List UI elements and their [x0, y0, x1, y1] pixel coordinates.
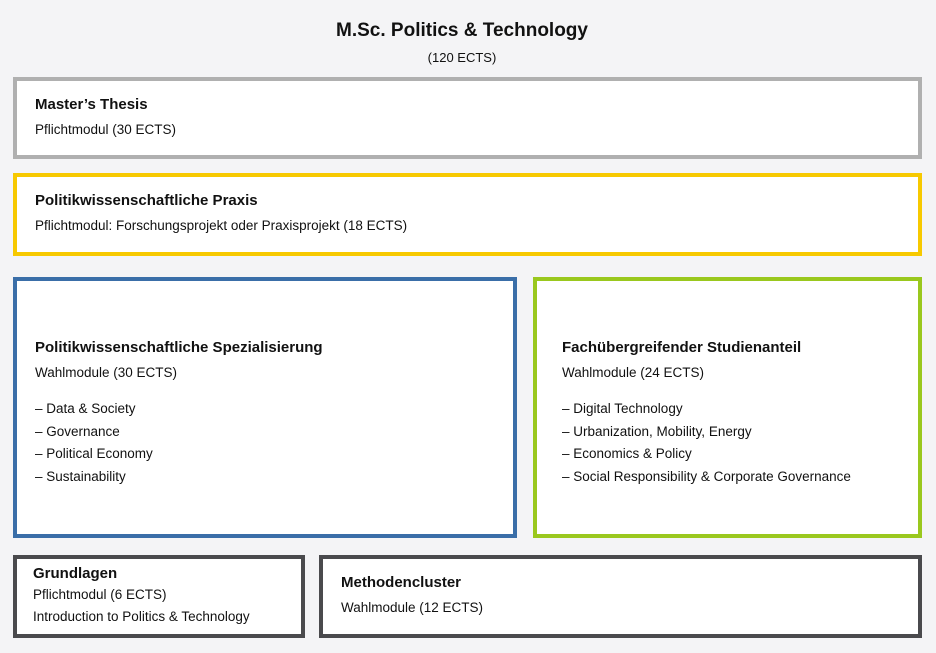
list-item: – Social Responsibility & Corporate Gove… — [562, 468, 851, 484]
module-list: – Data & Society – Governance – Politica… — [35, 398, 513, 488]
module-list: – Digital Technology – Urbanization, Mob… — [562, 398, 918, 488]
module-title: Master’s Thesis — [35, 95, 148, 113]
module-title: Methodencluster — [341, 574, 462, 591]
module-title: Politikwissenschaftliche Spezialisierung — [35, 339, 323, 356]
list-item: – Political Economy — [35, 446, 153, 461]
module-thesis: Master’s Thesis Pflichtmodul (30 ECTS) — [13, 77, 922, 159]
module-spezialisierung: Politikwissenschaftliche Spezialisierung… — [13, 277, 517, 538]
module-desc: Wahlmodule (30 ECTS) — [35, 365, 178, 380]
list-item: – Governance — [35, 423, 120, 439]
list-item: – Urbanization, Mobility, Energy — [562, 423, 752, 439]
page-subtitle: (120 ECTS) — [427, 50, 497, 65]
module-desc: Wahlmodule (24 ECTS) — [562, 365, 705, 380]
list-item: – Sustainability — [35, 468, 126, 484]
module-methodencluster: Methodencluster Wahlmodule (12 ECTS) — [319, 555, 922, 638]
module-title: Fachübergreifender Studienanteil — [562, 339, 802, 356]
module-desc: Pflichtmodul (30 ECTS) — [35, 121, 177, 137]
list-item: – Data & Society — [35, 401, 136, 416]
list-item: – Digital Technology — [562, 401, 683, 416]
module-desc: Wahlmodule (12 ECTS) — [341, 600, 484, 615]
page-title: M.Sc. Politics & Technology — [336, 20, 588, 41]
module-praxis: Politikwissenschaftliche Praxis Pflichtm… — [13, 173, 922, 256]
module-grundlagen: Grundlagen Pflichtmodul (6 ECTS) Introdu… — [13, 555, 305, 638]
module-desc: Pflichtmodul (6 ECTS) — [33, 587, 167, 602]
module-fachuebergreifend: Fachübergreifender Studienanteil Wahlmod… — [533, 277, 922, 538]
list-item: – Economics & Policy — [562, 446, 692, 461]
module-desc: Pflichtmodul: Forschungsprojekt oder Pra… — [35, 218, 408, 233]
module-title: Politikwissenschaftliche Praxis — [35, 192, 258, 209]
module-title: Grundlagen — [33, 565, 118, 582]
module-extra: Introduction to Politics & Technology — [33, 609, 250, 624]
